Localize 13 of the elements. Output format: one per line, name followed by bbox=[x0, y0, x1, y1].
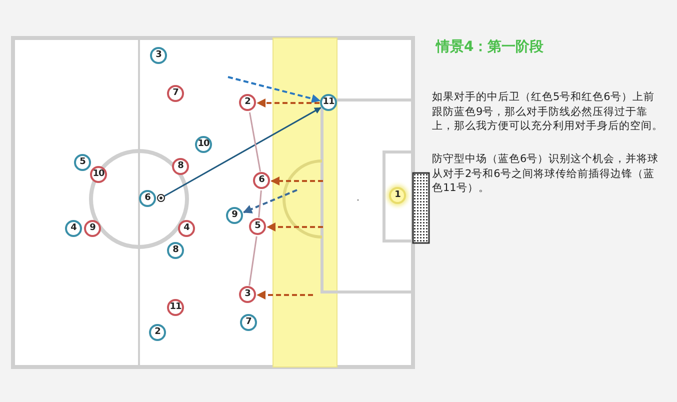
connector-line bbox=[258, 190, 262, 218]
arrow bbox=[256, 290, 313, 300]
arrow bbox=[164, 107, 322, 197]
arrow bbox=[256, 98, 320, 108]
arrow bbox=[266, 222, 323, 232]
description-text: 如果对手的中后卫（红色5号和红色6号）上前跟防蓝色9号，那么对手防线必然压得过于靠上，那么我方便可以充分利用对手身后的空间。 bbox=[432, 90, 664, 134]
connector-line bbox=[248, 236, 258, 286]
arrow bbox=[228, 76, 321, 103]
arrow bbox=[270, 176, 323, 186]
description-text: 防守型中场（蓝色6号）识别这个机会，并将球从对手2号和6号之间将球传给前插得边锋（蓝色11号）。 bbox=[432, 152, 660, 196]
title: 情景4：第一阶段 bbox=[436, 38, 544, 56]
connector-line bbox=[248, 112, 262, 172]
arrow bbox=[242, 189, 298, 214]
